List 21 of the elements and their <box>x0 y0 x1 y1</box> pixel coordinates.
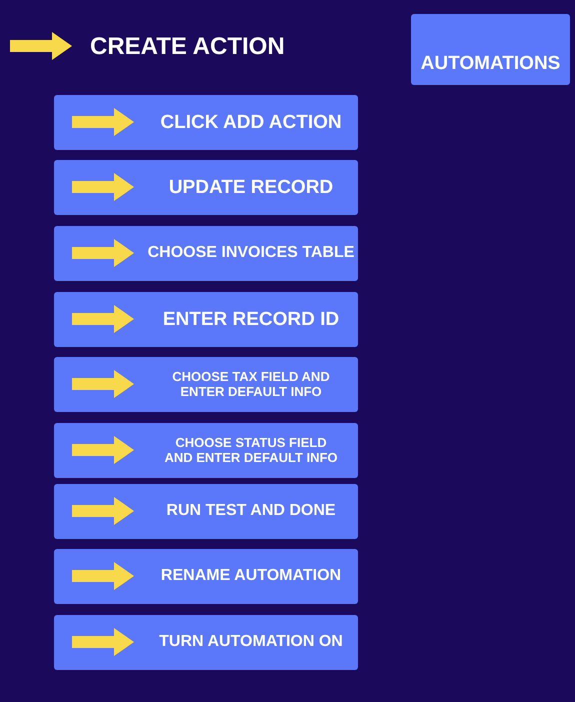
step-label: RUN TEST AND DONE <box>165 501 337 522</box>
step-box <box>54 484 358 539</box>
step-box <box>54 95 358 150</box>
step-label: UPDATE RECORD <box>168 176 334 200</box>
step-label: RENAME AUTOMATION <box>160 566 342 586</box>
step-box <box>54 423 358 478</box>
heading: CREATE ACTION <box>90 33 285 61</box>
step-box <box>54 549 358 604</box>
step-label: CLICK ADD ACTION <box>159 110 343 135</box>
badge-title: AUTOMATIONS <box>420 52 562 76</box>
step-box <box>54 292 358 347</box>
step-box <box>54 357 358 412</box>
step-box <box>54 160 358 215</box>
step-label: CHOOSE INVOICES TABLE <box>146 243 356 264</box>
step-label: ENTER RECORD ID <box>162 308 340 332</box>
step-box <box>54 615 358 670</box>
step-label: CHOOSE STATUS FIELD AND ENTER DEFAULT INFO <box>163 434 339 466</box>
step-box <box>54 226 358 281</box>
title-badge <box>411 14 570 85</box>
step-label: CHOOSE TAX FIELD AND ENTER DEFAULT INFO <box>171 368 331 400</box>
step-label: TURN AUTOMATION ON <box>158 632 344 652</box>
